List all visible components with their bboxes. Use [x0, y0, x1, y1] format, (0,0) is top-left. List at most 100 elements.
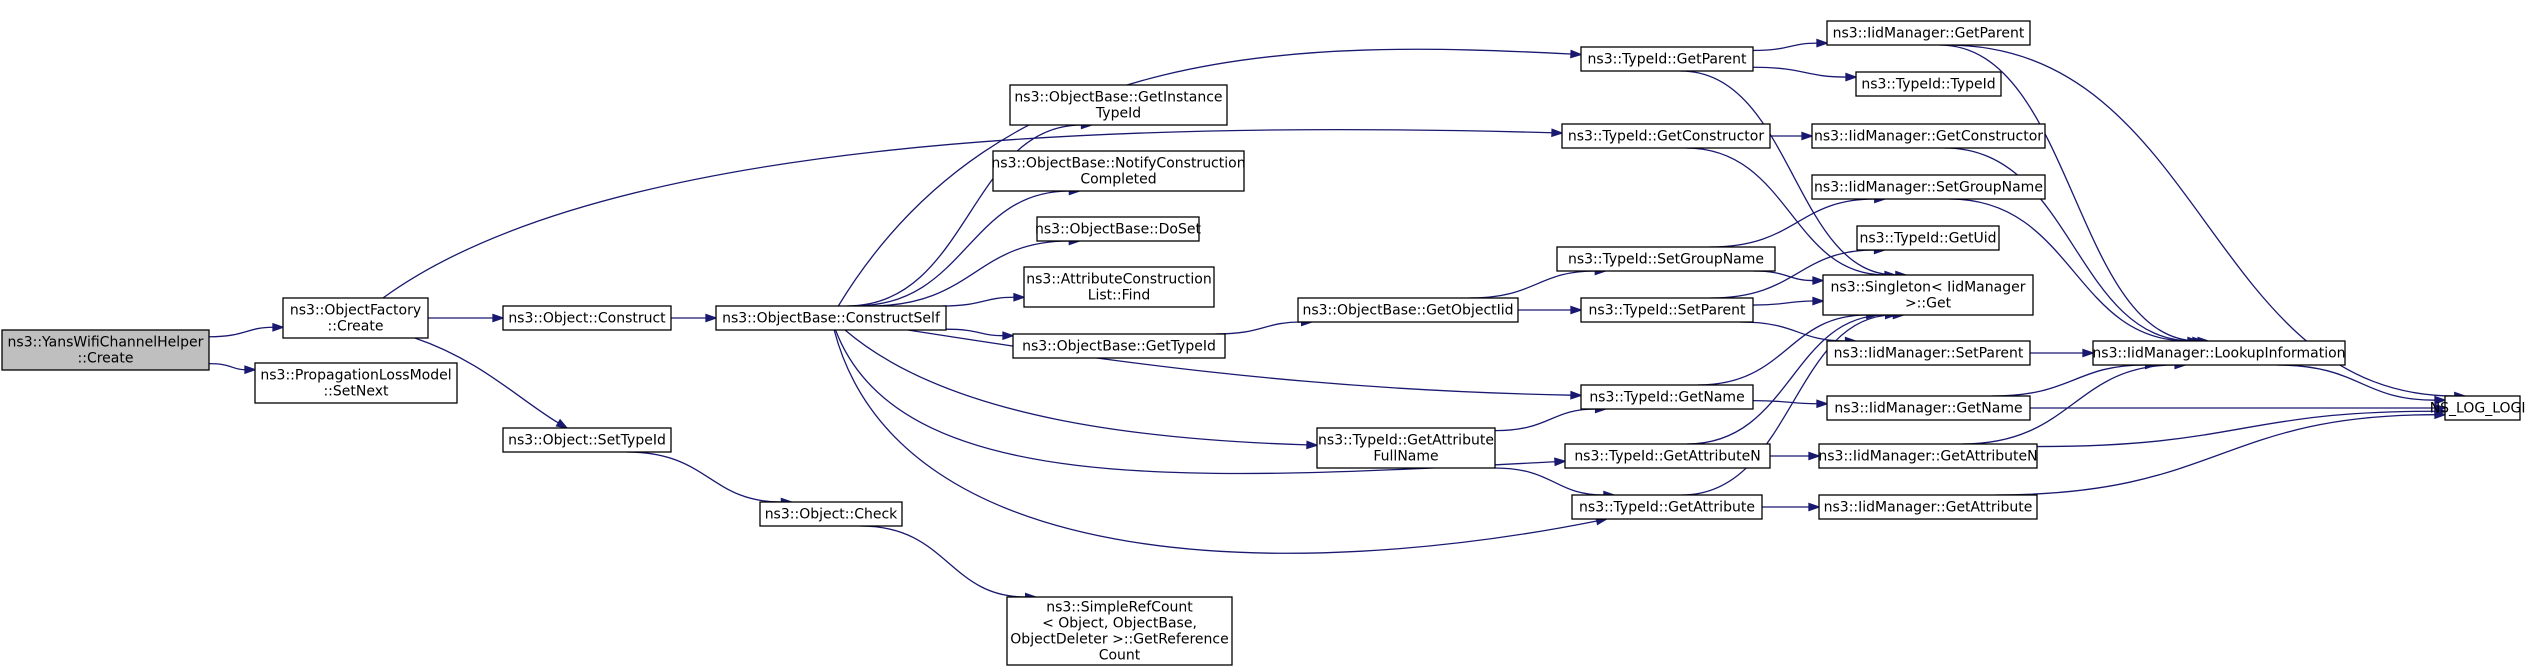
node-label: FullName — [1373, 449, 1438, 465]
function-node-obcs[interactable]: ns3::ObjectBase::ConstructSelf — [715, 305, 947, 331]
node-box — [1561, 123, 1771, 149]
node-box — [1826, 395, 2031, 421]
function-node-tgn[interactable]: ns3::TypeId::GetName — [1580, 384, 1754, 410]
edge-line — [860, 525, 1026, 598]
function-node-isp[interactable]: ns3::IidManager::SetParent — [1826, 340, 2031, 366]
function-node-igp[interactable]: ns3::IidManager::GetParent — [1826, 20, 2031, 46]
edge-line — [414, 337, 559, 424]
edge-line — [626, 451, 782, 503]
edge-line — [2276, 364, 2436, 401]
call-edge-obcs-to-gti — [945, 328, 1015, 341]
edge-line — [945, 328, 1004, 337]
edge-arrowhead — [244, 365, 257, 375]
edge-line — [834, 329, 1556, 475]
edge-line — [854, 190, 1070, 307]
call-edge-ign-to-nll — [2030, 403, 2447, 413]
function-node-tgc[interactable]: ns3::TypeId::GetConstructor — [1561, 123, 1771, 149]
function-node-ili[interactable]: ns3::IidManager::LookupInformation — [2092, 340, 2346, 366]
node-box — [715, 305, 947, 331]
function-node-iga[interactable]: ns3::IidManager::GetAttribute — [1818, 494, 2038, 520]
node-label: ns3::YansWifiChannelHelper — [8, 335, 204, 351]
node-label: ns3::TypeId::GetUid — [1859, 231, 1996, 247]
edge-line — [1709, 198, 1875, 248]
node-label: ns3::TypeId::SetParent — [1589, 303, 1746, 319]
function-node-goi[interactable]: ns3::ObjectBase::GetObjectIid — [1297, 297, 1519, 323]
edge-line — [1710, 249, 1875, 299]
function-node-tga[interactable]: ns3::TypeId::GetAttribute — [1571, 494, 1763, 520]
node-label: < Object, ObjectBase, — [1042, 616, 1197, 632]
function-node-tgan[interactable]: ns3::TypeId::GetAttributeN — [1564, 443, 1771, 469]
node-label: ::SetNext — [323, 384, 389, 400]
function-node-ncc[interactable]: ns3::ObjectBase::NotifyConstructionCompl… — [991, 150, 1246, 192]
function-node-dos[interactable]: ns3::ObjectBase::DoSet — [1035, 216, 1201, 242]
node-box — [759, 501, 903, 527]
function-node-src[interactable]: ns3::SimpleRefCount< Object, ObjectBase,… — [1006, 596, 1233, 666]
node-box — [1316, 427, 1496, 469]
call-edge-isgn-to-ili — [1949, 198, 2200, 346]
node-label: ns3::TypeId::GetAttribute — [1318, 433, 1494, 449]
call-edge-tgan-to-sig — [1686, 310, 1898, 445]
call-edge-tgp-to-igp — [1752, 38, 1829, 52]
function-node-tti[interactable]: ns3::TypeId::TypeId — [1855, 71, 2002, 97]
edge-line — [1995, 414, 2436, 496]
function-node-nll[interactable]: NS_LOG_LOGIC — [2430, 395, 2525, 421]
function-node-ofc[interactable]: ns3::ObjectFactory::Create — [282, 297, 429, 339]
function-node-sig[interactable]: ns3::Singleton< IidManager>::Get — [1822, 274, 2034, 316]
function-node-tgu[interactable]: ns3::TypeId::GetUid — [1856, 225, 2000, 251]
edge-arrowhead — [1845, 72, 1858, 82]
node-label: ns3::IidManager::GetAttribute — [1824, 500, 2033, 516]
function-node-oco[interactable]: ns3::Object::Construct — [502, 305, 672, 331]
call-edge-tga-to-iga — [1761, 502, 1821, 512]
function-node-tgp[interactable]: ns3::TypeId::GetParent — [1580, 46, 1754, 72]
function-node-tsp[interactable]: ns3::TypeId::SetParent — [1580, 297, 1754, 323]
edge-arrowhead — [1554, 457, 1567, 467]
call-edge-tsp-to-sig — [1752, 296, 1825, 306]
node-box — [1856, 225, 2000, 251]
node-label: NS_LOG_LOGIC — [2430, 401, 2525, 417]
node-label: Completed — [1080, 172, 1156, 188]
edge-line — [833, 329, 1597, 554]
node-label: >::Get — [1905, 296, 1952, 312]
function-node-igc[interactable]: ns3::IidManager::GetConstructor — [1811, 123, 2046, 149]
call-edge-tgn-to-ign — [1752, 399, 1829, 409]
node-box — [1580, 297, 1754, 323]
node-label: ns3::IidManager::GetName — [1834, 401, 2022, 417]
call-edge-obcs-to-tgan — [834, 329, 1567, 475]
edge-arrowhead — [1013, 292, 1026, 302]
function-node-ost[interactable]: ns3::Object::SetTypeId — [502, 427, 672, 453]
node-label: ns3::IidManager::LookupInformation — [2092, 346, 2345, 362]
function-node-plm[interactable]: ns3::PropagationLossModel::SetNext — [254, 362, 458, 404]
node-box — [992, 150, 1245, 192]
edge-line — [1944, 147, 2193, 342]
function-node-isgn[interactable]: ns3::IidManager::SetGroupName — [1811, 174, 2046, 200]
function-node-tsgn[interactable]: ns3::TypeId::SetGroupName — [1556, 246, 1776, 272]
edge-arrowhead — [1801, 131, 1814, 141]
edge-line — [844, 329, 1308, 446]
function-node-och[interactable]: ns3::Object::Check — [759, 501, 903, 527]
node-label: ns3::TypeId::GetParent — [1588, 52, 1747, 68]
edge-line — [1215, 321, 1302, 335]
node-label: ::Create — [78, 351, 134, 367]
node-box — [1023, 266, 1215, 308]
node-box — [1811, 123, 2046, 149]
node-label: ns3::ObjectBase::GetInstance — [1014, 90, 1222, 106]
node-box — [1564, 443, 1771, 469]
edge-line — [1753, 270, 1814, 282]
node-label: Count — [1099, 648, 1141, 664]
call-nodes: ns3::YansWifiChannelHelper::Createns3::O… — [1, 20, 2525, 666]
edge-arrowhead — [1812, 296, 1825, 306]
function-node-igan[interactable]: ns3::IidManager::GetAttributeN — [1818, 443, 2038, 469]
call-edge-obcs-to-tgn — [907, 329, 1583, 400]
edge-line — [1685, 147, 1886, 276]
edge-line — [1752, 399, 1818, 405]
function-node-gti[interactable]: ns3::ObjectBase::GetTypeId — [1012, 333, 1226, 359]
function-node-ign[interactable]: ns3::IidManager::GetName — [1826, 395, 2031, 421]
call-edge-tgc-to-igc — [1770, 131, 1814, 141]
edge-arrowhead — [1570, 49, 1583, 59]
edge-line — [1991, 364, 2146, 397]
edge-arrowhead — [1816, 38, 1829, 48]
node-box — [1, 329, 210, 371]
